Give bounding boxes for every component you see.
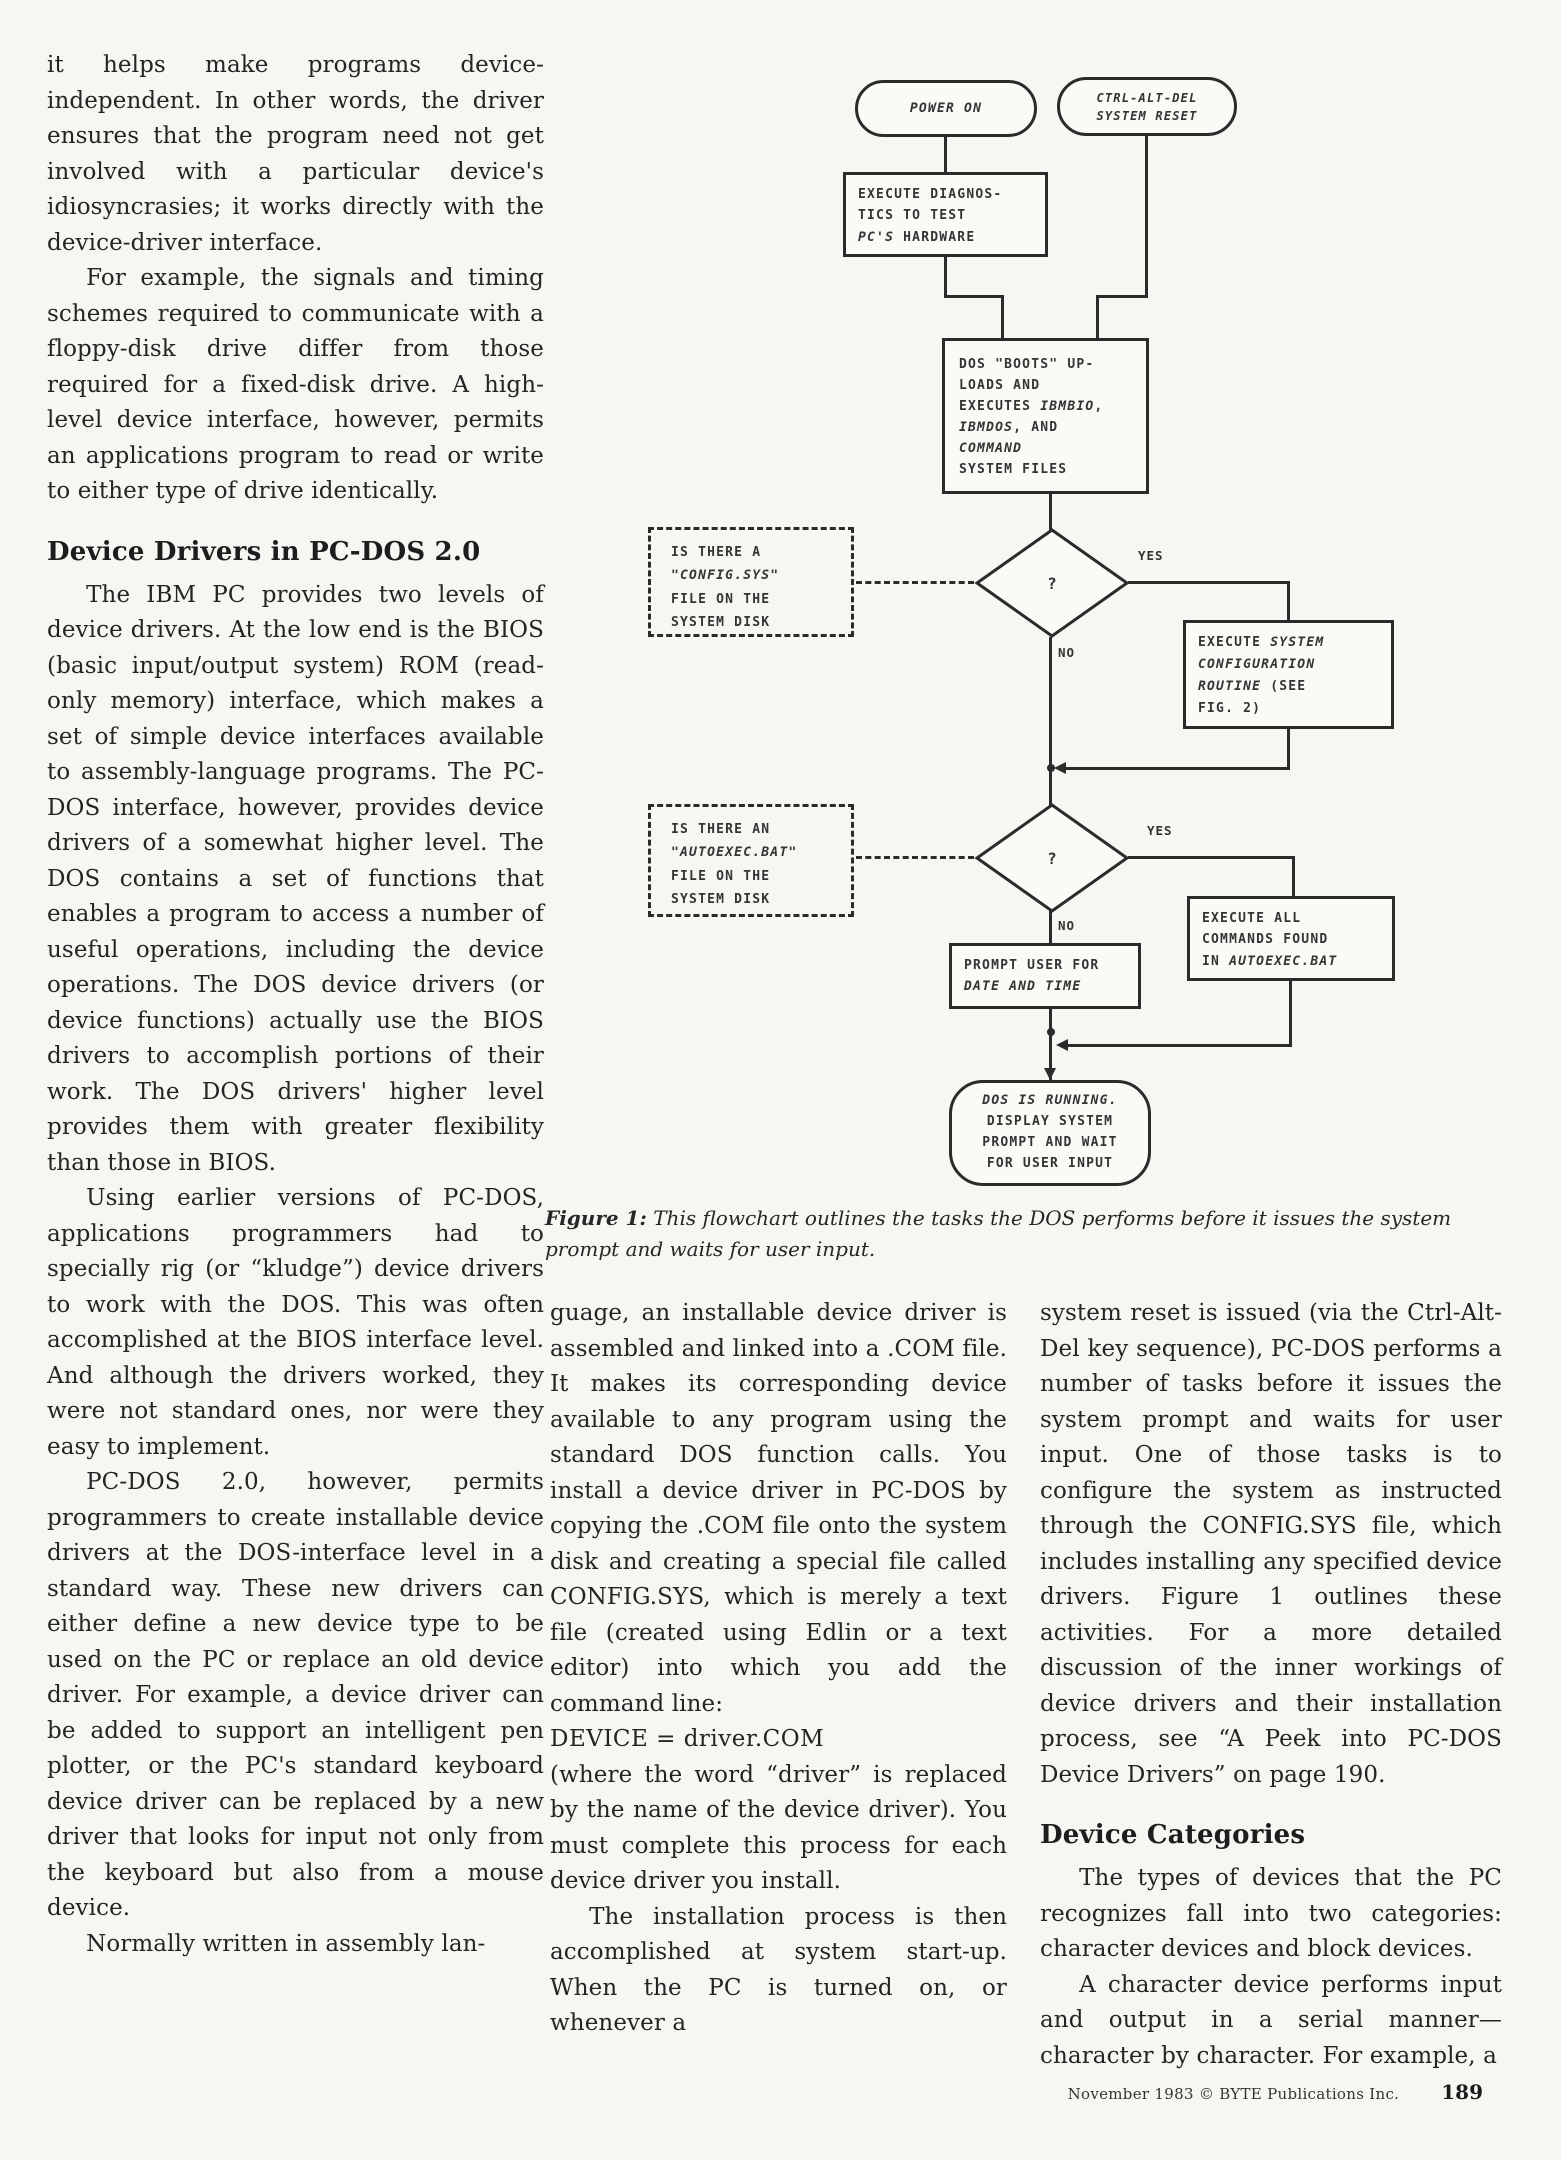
flow-line [1049, 1008, 1052, 1082]
arrowhead-down-icon [1044, 1068, 1056, 1080]
paragraph: For example, the signals and timing sche… [47, 265, 544, 504]
paragraph: (where the word “driver” is replaced by … [550, 1761, 1007, 1895]
node-execute-autoexec-commands: EXECUTE ALL COMMANDS FOUND IN AUTOEXEC.B… [1187, 896, 1395, 981]
paragraph: PC-DOS 2.0, however, permits programmers… [47, 1469, 544, 1921]
paragraph: A character device performs input and ou… [1040, 1971, 1502, 2069]
flow-line [1049, 637, 1052, 807]
flow-line [944, 255, 947, 298]
paragraph: it helps make programs device-independen… [47, 52, 544, 256]
flow-dashed-connector [856, 581, 974, 584]
paragraph: The types of devices that the PC recogni… [1040, 1865, 1502, 1962]
node-dos-running: DOS IS RUNNING. DISPLAY SYSTEM PROMPT AN… [949, 1080, 1151, 1186]
flow-line [1096, 295, 1099, 340]
page-number: 189 [1441, 2080, 1483, 2104]
flow-line [1096, 295, 1148, 298]
note-label: IS THERE A "CONFIG.SYS" FILE ON THE SYST… [671, 545, 780, 631]
paragraph: Using earlier versions of PC-DOS, applic… [47, 1185, 544, 1460]
node-label: DOS "BOOTS" UP- LOADS AND EXECUTES IBMBI… [959, 357, 1104, 478]
flow-line [1049, 911, 1052, 945]
decision-question-mark: ? [1047, 573, 1057, 593]
arrowhead-left-icon [1054, 762, 1066, 774]
node-label: EXECUTE DIAGNOS- TICS TO TEST PC'S HARDW… [858, 187, 1003, 245]
flow-line-return1 [1058, 767, 1290, 770]
diamond-shape [974, 528, 1130, 638]
right-column: system reset is issued (via the Ctrl-Alt… [1040, 1296, 1502, 2074]
note-autoexec-bat: IS THERE AN "AUTOEXEC.BAT" FILE ON THE S… [648, 804, 854, 917]
paragraph: The installation process is then accompl… [550, 1903, 1007, 2037]
label-no: NO [1058, 645, 1076, 660]
figure1-caption: Figure 1: This flowchart outlines the ta… [545, 1203, 1480, 1265]
node-prompt-date-time: PROMPT USER FOR DATE AND TIME [949, 943, 1141, 1009]
node-label: EXECUTE ALL COMMANDS FOUND IN AUTOEXEC.B… [1202, 911, 1338, 969]
node-label: DOS IS RUNNING. DISPLAY SYSTEM PROMPT AN… [982, 1093, 1118, 1171]
note-label: IS THERE AN "AUTOEXEC.BAT" FILE ON THE S… [671, 822, 798, 908]
junction-dot [1047, 1028, 1055, 1036]
flow-line [1289, 979, 1292, 1047]
label-yes: YES [1138, 548, 1164, 563]
flow-line [1287, 727, 1290, 770]
node-system-reset: CTRL-ALT-DEL SYSTEM RESET [1057, 77, 1237, 136]
device-command-line: DEVICE = driver.COM [550, 1726, 825, 1752]
paragraph: guage, an installable device driver is a… [550, 1300, 1007, 1717]
flow-line [1001, 295, 1004, 340]
paragraph: system reset is issued (via the Ctrl-Alt… [1040, 1300, 1502, 1788]
publication-credit: November 1983 © BYTE Publications Inc. [1067, 2085, 1400, 2103]
node-execute-diagnostics: EXECUTE DIAGNOS- TICS TO TEST PC'S HARDW… [843, 172, 1048, 257]
middle-column: guage, an installable device driver is a… [550, 1296, 1007, 2042]
decision-config-sys: ? [974, 528, 1130, 638]
label-no: NO [1058, 918, 1076, 933]
arrowhead-left-icon [1056, 1039, 1068, 1051]
paragraph: The IBM PC provides two levels of device… [47, 581, 544, 1176]
figure1-caption-text: This flowchart outlines the tasks the DO… [545, 1206, 1452, 1261]
flow-line [1292, 856, 1295, 898]
flow-line-yes2 [1128, 856, 1295, 859]
decision-autoexec-bat: ? [974, 803, 1130, 913]
section-heading-device-drivers: Device Drivers in PC-DOS 2.0 [47, 536, 481, 567]
paragraph: Normally written in assembly lan- [86, 1930, 486, 1957]
node-label: EXECUTE SYSTEM CONFIGURATION ROUTINE (SE… [1198, 635, 1325, 717]
section-heading-device-categories: Device Categories [1040, 1820, 1306, 1850]
node-power-on: POWER ON [855, 80, 1037, 137]
flow-line [1049, 492, 1052, 530]
label-yes: YES [1147, 823, 1173, 838]
flow-line [1287, 581, 1290, 622]
flow-line [944, 295, 1004, 298]
note-config-sys: IS THERE A "CONFIG.SYS" FILE ON THE SYST… [648, 527, 854, 637]
flow-line [944, 136, 947, 174]
node-label: POWER ON [909, 100, 983, 116]
decision-question-mark: ? [1047, 848, 1057, 868]
node-label: PROMPT USER FOR DATE AND TIME [964, 958, 1100, 995]
flow-line [1145, 134, 1148, 298]
flow-dashed-connector [856, 856, 974, 859]
left-column: it helps make programs device-independen… [47, 48, 544, 1962]
diamond-shape [974, 803, 1130, 913]
node-label: CTRL-ALT-DEL SYSTEM RESET [1096, 90, 1198, 123]
junction-dot [1047, 764, 1055, 772]
node-execute-config-routine: EXECUTE SYSTEM CONFIGURATION ROUTINE (SE… [1183, 620, 1394, 729]
page-footer: November 1983 © BYTE Publications Inc. 1… [1068, 2080, 1483, 2104]
node-dos-boots: DOS "BOOTS" UP- LOADS AND EXECUTES IBMBI… [942, 338, 1149, 494]
figure1-caption-label: Figure 1: [545, 1206, 647, 1230]
flow-line-return2 [1060, 1044, 1292, 1047]
flow-line-yes1 [1128, 581, 1290, 584]
